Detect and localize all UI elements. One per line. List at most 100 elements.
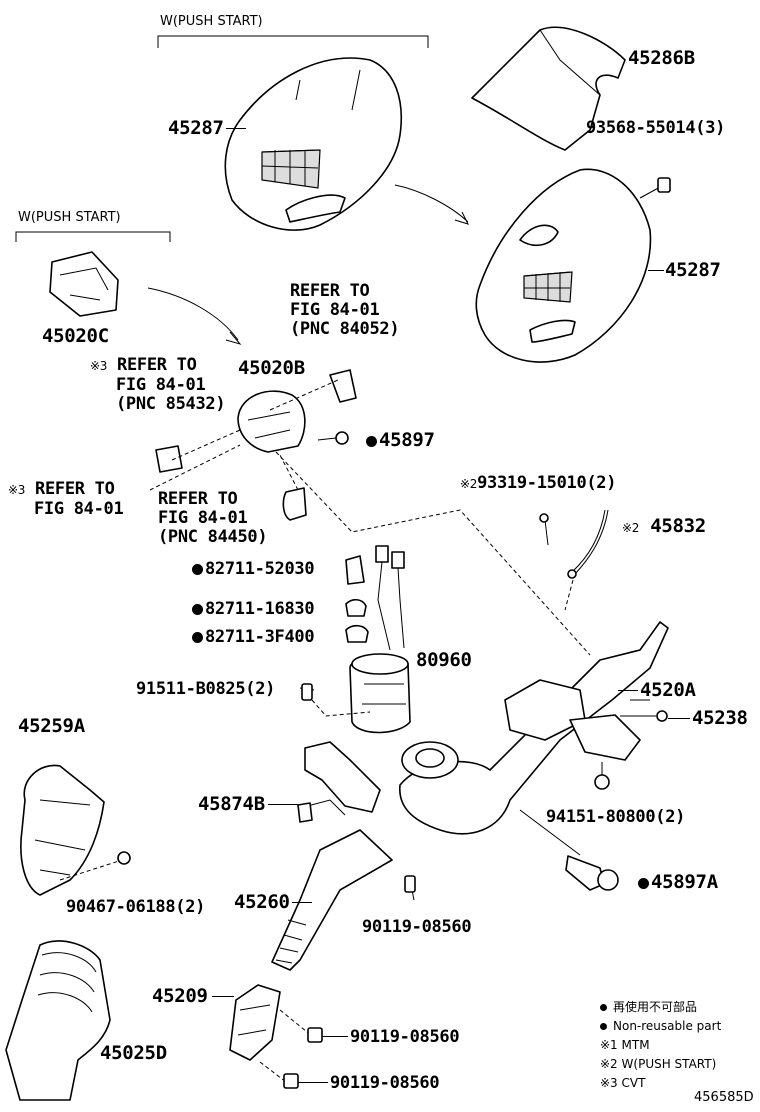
column-cover-upper-top-part [224, 57, 402, 231]
arrow-switch-head [225, 331, 242, 345]
legend-text: W(PUSH START) [621, 1057, 717, 1071]
refer-line-1: REFER TO [117, 355, 197, 375]
part-label-45287-top: 45287 [168, 117, 224, 139]
part-label-45897: 45897 [366, 430, 435, 451]
dot-icon [600, 1004, 607, 1011]
joint-45209-part [229, 984, 323, 1089]
refer-line-2: FIG 84-01 [158, 508, 248, 528]
part-label-82711-3F400: 82711-3F400 [192, 627, 315, 647]
part-label-90119-b: 90119-08560 [350, 1027, 460, 1047]
legend-text: 再使用不可部品 [613, 1000, 698, 1014]
refer-line-3: (PNC 84052) [290, 319, 400, 339]
column-cover-lower-part [471, 26, 626, 151]
part-label-80960: 80960 [416, 649, 472, 671]
leader-45874B [268, 804, 298, 805]
group-label-push-start-top: W(PUSH START) [160, 14, 263, 29]
part-label-45209: 45209 [152, 985, 208, 1007]
legend-item-cvt: ※3 CVT [600, 1074, 721, 1093]
refer-line-2: FIG 84-01 [116, 375, 206, 395]
legend-mark: ※1 [600, 1038, 618, 1052]
legend-mark: ※2 [600, 1057, 618, 1071]
part-label-93568: 93568-55014(3) [586, 118, 726, 138]
leader-45287-right [648, 270, 664, 271]
legend-item-push-start: ※2 W(PUSH START) [600, 1055, 721, 1074]
non-reusable-dot-icon [638, 878, 649, 889]
refer-note-cvt: ※3 REFER TO FIG 84-01 [8, 479, 124, 519]
boot-45025D-part [5, 940, 111, 1101]
part-number: 45897A [651, 871, 718, 893]
refer-line-3: (PNC 84450) [158, 527, 268, 547]
part-number: 82711-3F400 [205, 627, 315, 647]
arrow-switch [147, 287, 239, 341]
wire-45832-part [539, 509, 609, 611]
leader-45209 [212, 996, 234, 997]
leader-45287-top [226, 128, 246, 129]
refer-note-84052: REFER TO FIG 84-01 (PNC 84052) [290, 281, 400, 339]
part-label-45874B: 45874B [198, 793, 265, 815]
arrow-cover [394, 184, 469, 223]
legend-text: MTM [621, 1038, 650, 1052]
refer-line-1: REFER TO [35, 479, 115, 499]
part-label-93319: ※293319-15010(2) [460, 474, 616, 494]
part-label-82711-52030: 82711-52030 [192, 559, 315, 579]
part-label-90119-a: 90119-08560 [362, 917, 472, 937]
legend-text: Non-reusable part [613, 1019, 722, 1033]
refer-line-2: FIG 84-01 [34, 499, 124, 519]
arrow-cover-head [454, 211, 469, 225]
steering-column-4520A-part [399, 621, 669, 891]
part-number: 82711-52030 [205, 559, 315, 579]
leader-45260 [292, 902, 312, 903]
legend-mark: ※3 [600, 1076, 618, 1090]
part-label-45259A: 45259A [18, 715, 85, 737]
switch-45020C-part [49, 251, 119, 317]
cover-45259A-part [20, 764, 131, 896]
refer-line-2: FIG 84-01 [290, 300, 380, 320]
part-number: 45832 [650, 515, 706, 537]
harness-80960-part [349, 545, 411, 734]
leader-90119-c [298, 1082, 328, 1083]
leader-90119-b [322, 1036, 348, 1037]
refer-note-85432: ※3 REFER TO FIG 84-01 (PNC 85432) [90, 355, 226, 414]
non-reusable-dot-icon [192, 632, 203, 643]
screw-91511-part [299, 683, 371, 717]
part-label-45287-right: 45287 [665, 259, 721, 281]
refer-line-1: REFER TO [158, 489, 238, 509]
non-reusable-dot-icon [192, 564, 203, 575]
part-label-45832: ※2 45832 [622, 516, 706, 539]
part-label-45897A: 45897A [638, 872, 718, 893]
legend-item-non-reusable-en: Non-reusable part [600, 1017, 721, 1036]
part-label-4520A: 4520A [640, 679, 696, 701]
part-number: 82711-16830 [205, 599, 315, 619]
dot-icon [600, 1023, 607, 1030]
column-cover-upper-right-part [475, 168, 652, 363]
part-label-45286B: 45286B [628, 47, 695, 69]
part-label-45260: 45260 [234, 891, 290, 913]
screw-93568-part [639, 177, 671, 199]
non-reusable-dot-icon [366, 436, 377, 447]
legend: 再使用不可部品 Non-reusable part ※1 MTM ※2 W(PU… [600, 998, 721, 1093]
part-label-91511: 91511-B0825(2) [136, 679, 276, 699]
part-label-90119-c: 90119-08560 [330, 1073, 440, 1093]
cvt-mark: ※3 [90, 359, 108, 373]
part-label-82711-16830: 82711-16830 [192, 599, 315, 619]
part-label-90467: 90467-06188(2) [66, 897, 206, 917]
refer-note-84450: REFER TO FIG 84-01 (PNC 84450) [158, 489, 268, 547]
part-label-45025D: 45025D [100, 1042, 167, 1064]
shaft-45260-part [271, 829, 416, 971]
push-start-bracket-left [15, 231, 171, 242]
legend-item-mtm: ※1 MTM [600, 1036, 721, 1055]
clamps-part [345, 555, 369, 643]
non-reusable-dot-icon [192, 604, 203, 615]
group-label-push-start-left: W(PUSH START) [18, 210, 121, 225]
refer-line-3: (PNC 85432) [116, 394, 226, 414]
push-start-mark: ※2 [622, 521, 640, 535]
part-number: 45897 [379, 429, 435, 451]
legend-item-non-reusable-jp: 再使用不可部品 [600, 998, 721, 1017]
part-label-94151: 94151-80800(2) [546, 807, 686, 827]
part-label-45020C: 45020C [42, 325, 109, 347]
part-label-45238: 45238 [692, 707, 748, 729]
part-number: 93319-15010(2) [477, 473, 617, 493]
refer-line-1: REFER TO [290, 281, 370, 301]
part-label-45020B: 45020B [238, 357, 305, 379]
